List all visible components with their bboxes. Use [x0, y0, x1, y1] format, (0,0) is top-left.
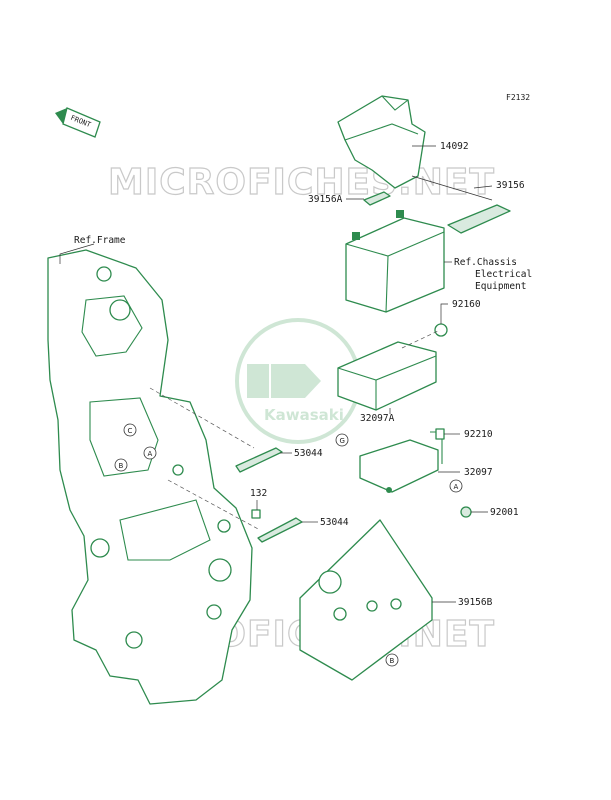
label-92001: 92001 [490, 507, 519, 518]
label-53044-upper: 53044 [294, 448, 323, 459]
ref-line-3 [401, 329, 441, 349]
label-ref-chassis-3: Equipment [475, 281, 526, 292]
label-ref-chassis-1: Ref.Chassis [454, 257, 517, 268]
label-132: 132 [250, 488, 267, 499]
callout-b-1: B [114, 458, 128, 472]
callout-c-1: C [123, 423, 137, 437]
svg-text:G: G [340, 437, 345, 445]
bracket-32097 [359, 431, 443, 493]
label-32097A: 32097A [360, 413, 395, 424]
callout-a-2: A [449, 479, 463, 493]
label-39156A: 39156A [308, 194, 343, 205]
pad-39156A [363, 191, 391, 206]
label-39156B: 39156B [458, 597, 493, 608]
callout-b-2: B [385, 653, 399, 667]
svg-text:A: A [454, 483, 459, 491]
ref-line-2 [167, 479, 261, 531]
front-arrow-icon: FRONT [55, 107, 101, 138]
grommet-132 [251, 509, 261, 519]
label-53044-lower: 53044 [320, 517, 349, 528]
label-14092: 14092 [440, 141, 469, 152]
battery-case-32097A [337, 341, 437, 411]
clip-92210 [435, 428, 445, 440]
label-ref-chassis-2: Electrical [475, 269, 532, 280]
label-32097: 32097 [464, 467, 493, 478]
label-39156: 39156 [496, 180, 525, 191]
bar-53044-upper [235, 447, 283, 473]
battery-cover-14092 [337, 95, 426, 189]
leader-92160 [440, 303, 448, 324]
callout-g-1: G [335, 433, 349, 447]
svg-text:B: B [390, 657, 395, 665]
kawasaki-logo: Kawasaki [235, 318, 361, 444]
label-92210: 92210 [464, 429, 493, 440]
washer-92160 [434, 323, 448, 337]
cover-39156B [299, 519, 433, 681]
battery [345, 210, 445, 313]
svg-text:C: C [128, 427, 133, 435]
svg-text:A: A [148, 450, 153, 458]
leader-ref-frame [59, 243, 95, 264]
callout-a-1: A [143, 446, 157, 460]
pad-39156 [447, 204, 511, 234]
svg-text:B: B [119, 462, 124, 470]
ref-line-1 [149, 387, 255, 449]
frame [47, 249, 253, 705]
bolt-92001 [460, 506, 472, 518]
kawasaki-logo-text: Kawasaki [264, 406, 344, 424]
figure-code: F2132 [506, 93, 530, 102]
label-92160: 92160 [452, 299, 481, 310]
leader-39156 [411, 175, 493, 201]
bar-53044-lower [257, 517, 303, 543]
watermark-top: MICROFICHES.NET [108, 162, 495, 203]
label-ref-frame: Ref.Frame [74, 235, 126, 246]
